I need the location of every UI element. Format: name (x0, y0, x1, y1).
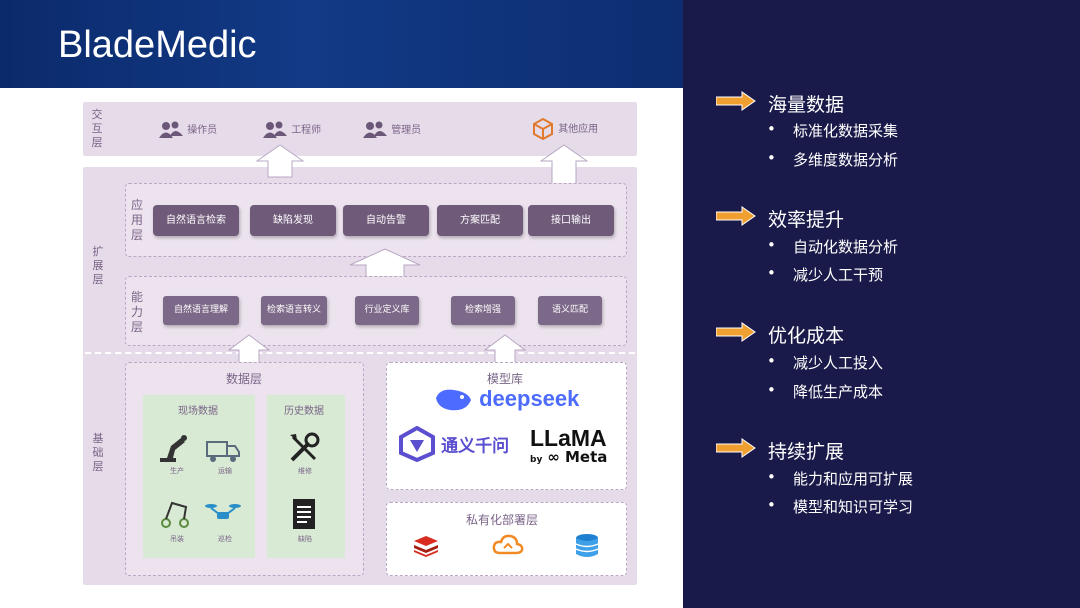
app-item-defect-discovery[interactable]: 缺陷发现 (250, 205, 336, 236)
app-item-nl-search[interactable]: 自然语言检索 (153, 205, 239, 236)
users-icon (263, 121, 287, 138)
field-item-production: 生产 (170, 467, 184, 475)
llama-logo: LLaMA by ∞ Meta (530, 426, 620, 467)
arrow-right-icon (716, 91, 756, 111)
meta-text: Meta (565, 448, 608, 466)
field-item-transport: 运输 (218, 467, 232, 475)
section-item: •减少人工投入 (767, 352, 884, 372)
page-title: BladeMedic (58, 24, 257, 66)
application-layer-label: 应用层 (130, 198, 143, 242)
expansion-layer-label: 扩展层 (92, 245, 104, 286)
section-title-cost: 优化成本 (768, 325, 845, 347)
history-item-repair: 维修 (298, 467, 312, 475)
cap-item-semantic-match[interactable]: 语义匹配 (538, 296, 602, 325)
history-item-defect: 缺陷 (298, 535, 312, 543)
section-item: •标准化数据采集 (767, 120, 899, 140)
section-item: •减少人工干预 (767, 264, 884, 284)
section-item-text: 减少人工干预 (793, 266, 884, 284)
user-operator-label: 操作员 (187, 125, 218, 136)
section-item-text: 减少人工投入 (793, 354, 884, 372)
layer-divider (85, 352, 635, 354)
user-other-app[interactable]: 其他应用 (531, 117, 598, 141)
user-other-app-label: 其他应用 (558, 124, 599, 135)
tools-icon (290, 432, 320, 462)
app-item-auto-alert[interactable]: 自动告警 (343, 205, 429, 236)
redis-icon (414, 536, 438, 557)
section-item-text: 降低生产成本 (793, 383, 884, 401)
arrow-right-icon (716, 438, 756, 458)
capability-layer-label: 能力层 (130, 290, 143, 334)
user-engineer[interactable]: 工程师 (262, 121, 321, 139)
section-item-text: 自动化数据分析 (793, 238, 899, 256)
history-data-panel (267, 395, 345, 558)
cloud-icon (492, 534, 524, 555)
field-data-label: 现场数据 (178, 406, 218, 417)
data-layer-label: 数据层 (226, 372, 263, 386)
whale-icon (436, 389, 471, 411)
deepseek-text: deepseek (479, 386, 580, 411)
truck-icon (206, 441, 240, 462)
history-data-label: 历史数据 (284, 406, 324, 417)
crane-robot-icon (161, 501, 189, 528)
cap-item-industry-defs[interactable]: 行业定义库 (355, 296, 419, 325)
user-admin-label: 管理员 (391, 125, 422, 136)
arrow-right-icon (716, 206, 756, 226)
base-layer-label: 基础层 (92, 432, 104, 473)
by-text: by (530, 455, 543, 465)
database-icon (575, 534, 599, 557)
section-item: •多维度数据分析 (767, 149, 899, 169)
cube-icon (533, 117, 553, 141)
section-item: •自动化数据分析 (767, 236, 899, 256)
field-item-inspection: 巡检 (218, 535, 232, 543)
deepseek-logo: deepseek (434, 384, 579, 414)
users-icon (363, 121, 387, 138)
meta-icon: ∞ (547, 448, 560, 466)
cap-item-retrieval-aug[interactable]: 检索增强 (451, 296, 515, 325)
tongyi-text: 通义千问 (441, 436, 510, 457)
model-library (386, 362, 627, 490)
section-title-efficiency: 效率提升 (768, 209, 845, 231)
user-admin[interactable]: 管理员 (362, 121, 421, 139)
field-item-hoisting: 吊装 (170, 535, 184, 543)
model-library-label: 模型库 (487, 372, 524, 386)
private-deploy-label: 私有化部署层 (466, 513, 539, 527)
cap-item-nlu[interactable]: 自然语言理解 (163, 296, 239, 325)
users-icon (159, 121, 183, 138)
field-data-panel (143, 395, 255, 558)
drone-icon (205, 504, 241, 519)
section-title-expansion: 持续扩展 (768, 441, 845, 463)
section-item: •降低生产成本 (767, 381, 884, 401)
app-item-api-output[interactable]: 接口输出 (528, 205, 614, 236)
section-item-text: 能力和应用可扩展 (793, 470, 914, 488)
tongyi-logo: 通义千问 (398, 425, 510, 463)
document-icon (293, 499, 315, 529)
tongyi-icon (399, 425, 435, 463)
section-item-text: 多维度数据分析 (793, 151, 899, 169)
section-title-massive-data: 海量数据 (768, 94, 845, 116)
section-item: •模型和知识可学习 (767, 496, 914, 516)
arrow-right-icon (716, 322, 756, 342)
section-item-text: 模型和知识可学习 (793, 498, 914, 516)
user-engineer-label: 工程师 (291, 125, 322, 136)
robot-arm-icon (160, 435, 187, 462)
section-item: •能力和应用可扩展 (767, 468, 914, 488)
app-item-plan-match[interactable]: 方案匹配 (437, 205, 523, 236)
up-arrow (256, 144, 304, 178)
section-item-text: 标准化数据采集 (793, 122, 899, 140)
cap-item-query-translation[interactable]: 检索语言转义 (261, 296, 327, 325)
llama-text: LLaMA (530, 425, 607, 451)
header-banner: BladeMedic (0, 0, 683, 88)
user-operator[interactable]: 操作员 (158, 121, 217, 139)
interaction-layer-label: 交互层 (91, 108, 103, 149)
